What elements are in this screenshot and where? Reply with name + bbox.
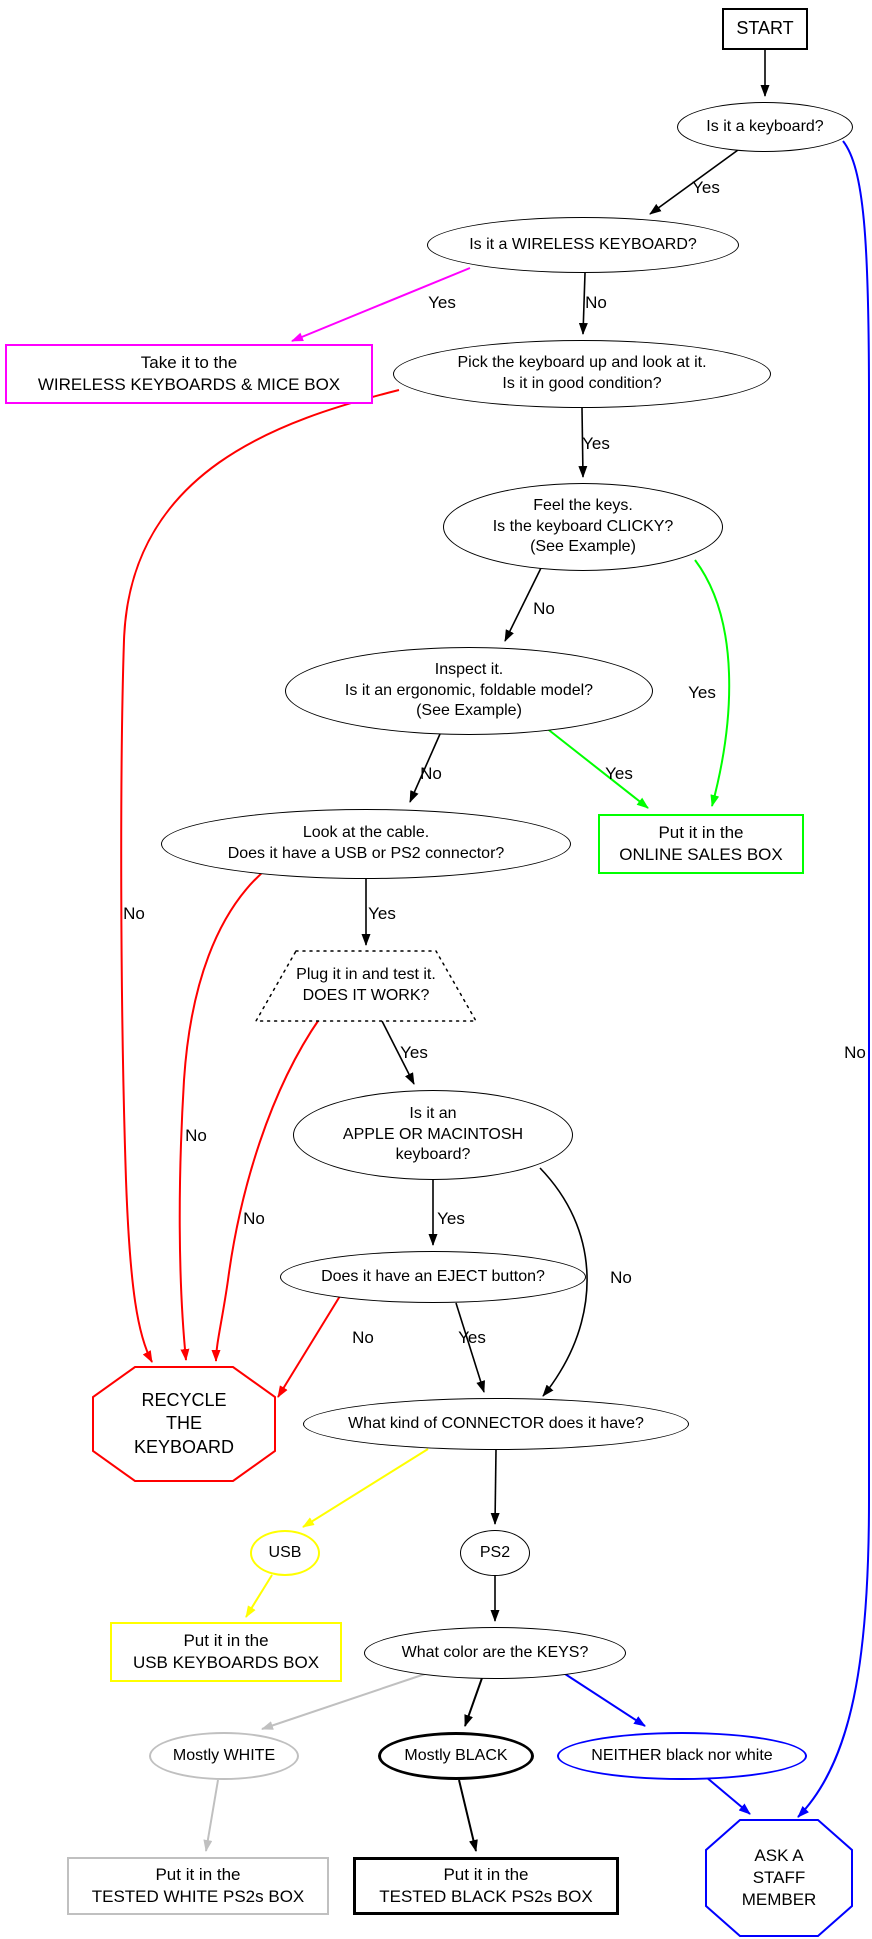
edge-label-clicky-yes: Yes [688, 683, 716, 702]
edge-label-apple-yes: Yes [437, 1209, 465, 1228]
edge-condition-no-recycle [120, 389, 400, 1363]
node-ps2: PS2 [460, 1530, 530, 1576]
node-cable: Look at the cable. Does it have a USB or… [161, 809, 571, 879]
edge-black-tested-black-box [458, 1779, 478, 1852]
edge-keyboard-no-ask-staff [797, 140, 871, 1818]
node-eject-button: Does it have an EJECT button? [280, 1251, 586, 1303]
edge-label-wireless-yes: Yes [428, 293, 456, 312]
edge-cable-no-recycle [178, 865, 271, 1361]
node-ergonomic: Inspect it. Is it an ergonomic, foldable… [285, 647, 653, 735]
node-recycle-keyboard: RECYCLE THE KEYBOARD [133, 1389, 235, 1457]
edge-connector-usb [302, 1448, 429, 1528]
edge-label-clicky-no: No [533, 599, 555, 618]
node-ask-staff-member: ASK A STAFF MEMBER [741, 1845, 817, 1910]
node-key-color: What color are the KEYS? [364, 1627, 626, 1679]
edge-keycolor-white [261, 1672, 429, 1730]
node-online-sales-box: Put it in the ONLINE SALES BOX [598, 814, 804, 874]
node-tested-black-ps2s-box: Put it in the TESTED BLACK PS2s BOX [353, 1857, 619, 1915]
edge-white-tested-white-box [203, 1779, 219, 1852]
edge-label-keyboard-yes: Yes [692, 178, 720, 197]
node-is-wireless: Is it a WIRELESS KEYBOARD? [427, 217, 739, 273]
node-shape-ask-staff-octagon [705, 1819, 853, 1937]
edge-label-condition-yes: Yes [582, 434, 610, 453]
node-good-condition: Pick the keyboard up and look at it. Is … [393, 340, 771, 408]
edge-label-cable-yes: Yes [368, 904, 396, 923]
node-shape-recycle-octagon [92, 1366, 276, 1482]
node-shape-does-it-work-trapezoid [254, 950, 478, 1022]
edge-label-apple-no: No [610, 1268, 632, 1287]
edge-ergonomic-no [409, 733, 441, 803]
edge-label-eject-yes: Yes [458, 1328, 486, 1347]
node-connector-kind: What kind of CONNECTOR does it have? [303, 1398, 689, 1450]
edge-eject-no-recycle [277, 1295, 341, 1398]
edge-usb-usb-box [245, 1574, 273, 1618]
edge-connector-ps2 [490, 1449, 500, 1525]
node-mostly-black: Mostly BLACK [378, 1732, 534, 1780]
node-clicky: Feel the keys. Is the keyboard CLICKY? (… [443, 483, 723, 571]
edge-keycolor-black [464, 1677, 483, 1727]
edge-apple-no-connector [539, 1167, 588, 1397]
edge-label-cable-no: No [185, 1126, 207, 1145]
node-usb: USB [250, 1530, 320, 1576]
node-usb-keyboards-box: Put it in the USB KEYBOARDS BOX [110, 1622, 342, 1682]
edge-condition-yes [578, 407, 588, 478]
node-is-keyboard: Is it a keyboard? [677, 102, 853, 152]
node-wireless-keyboards-mice-box: Take it to the WIRELESS KEYBOARDS & MICE… [5, 344, 373, 404]
edge-label-keyboard-no: No [844, 1043, 866, 1062]
node-start: START [722, 8, 808, 50]
node-tested-white-ps2s-box: Put it in the TESTED WHITE PS2s BOX [67, 1857, 329, 1915]
edge-ergonomic-yes-online-sales [544, 726, 649, 809]
node-mostly-white: Mostly WHITE [149, 1732, 299, 1780]
node-does-it-work: Plug it in and test it. DOES IT WORK? [296, 966, 436, 1004]
edge-keyboard-yes [649, 149, 739, 215]
edge-label-ergonomic-no: No [420, 764, 442, 783]
node-apple-macintosh: Is it an APPLE OR MACINTOSH keyboard? [293, 1090, 573, 1180]
edge-neither-ask-staff [705, 1776, 751, 1815]
edge-label-work-no: No [243, 1209, 265, 1228]
edge-label-work-yes: Yes [400, 1043, 428, 1062]
edge-work-no-recycle [211, 1017, 321, 1362]
edge-label-wireless-no: No [585, 293, 607, 312]
edge-clicky-no [504, 567, 542, 642]
edge-eject-yes-connector [455, 1302, 485, 1393]
edge-label-condition-no: No [123, 904, 145, 923]
edge-keycolor-neither [561, 1671, 646, 1727]
edge-wireless-yes [291, 267, 471, 342]
edge-work-yes [381, 1020, 415, 1085]
edge-label-ergonomic-yes: Yes [605, 764, 633, 783]
edge-label-eject-no: No [352, 1328, 374, 1347]
edge-clicky-yes-online-sales [694, 559, 731, 807]
edge-wireless-no [578, 272, 588, 335]
node-neither-black-nor-white: NEITHER black nor white [557, 1732, 807, 1780]
